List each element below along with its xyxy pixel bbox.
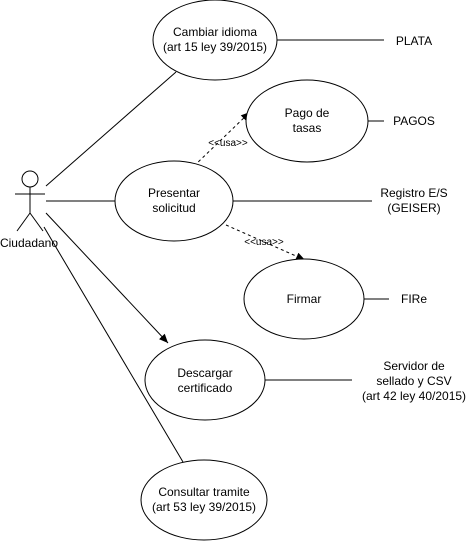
association-actor-descargar-certificado bbox=[45, 212, 169, 344]
include-presentar-firmar bbox=[225, 224, 306, 261]
use-case-label: Firmar bbox=[287, 292, 322, 306]
use-case-cambiar-idioma[interactable]: Cambiar idioma (art 15 ley 39/2015) bbox=[152, 0, 278, 81]
usa-label-firmar: <<usa>> bbox=[244, 237, 284, 248]
use-case-label: Descargar bbox=[177, 366, 232, 380]
use-case-descargar-certificado[interactable]: Descargar certificado bbox=[144, 339, 266, 421]
use-case-firmar[interactable]: Firmar bbox=[243, 258, 365, 340]
use-case-label-line2: (art 53 ley 39/2015) bbox=[152, 500, 256, 514]
system-servidor: Servidor de bbox=[383, 359, 445, 373]
use-case-label: Consultar tramite bbox=[158, 485, 250, 499]
use-case-label: Cambiar idioma bbox=[173, 25, 257, 39]
system-pagos: PAGOS bbox=[393, 114, 435, 128]
system-servidor-line2: sellado y CSV bbox=[376, 374, 451, 388]
actor-head bbox=[21, 170, 39, 188]
system-fire: FIRe bbox=[401, 292, 427, 306]
use-case-label: Pago de bbox=[285, 106, 330, 120]
use-case-label-line2: certificado bbox=[178, 381, 233, 395]
use-case-pago-tasas[interactable]: Pago de tasas bbox=[245, 79, 369, 163]
actor-label: Ciudadano bbox=[0, 236, 58, 250]
usa-label-pago: <<usa>> bbox=[208, 138, 248, 149]
use-case-label-line2: solicitud bbox=[152, 201, 195, 215]
use-case-label: Presentar bbox=[148, 186, 200, 200]
system-servidor-line3: (art 42 ley 40/2015) bbox=[362, 389, 466, 403]
use-case-label-line2: (art 15 ley 39/2015) bbox=[163, 40, 267, 54]
connectors bbox=[43, 39, 389, 463]
system-registro: Registro E/S bbox=[380, 186, 447, 200]
actor-leg-left bbox=[16, 212, 31, 232]
actor-ciudadano[interactable]: Ciudadano bbox=[0, 170, 58, 250]
system-plata: PLATA bbox=[396, 34, 432, 48]
use-case-presentar-solicitud[interactable]: Presentar solicitud bbox=[114, 160, 234, 242]
use-case-consultar-tramite[interactable]: Consultar tramite (art 53 ley 39/2015) bbox=[140, 459, 268, 541]
system-registro-line2: (GEISER) bbox=[387, 201, 440, 215]
include-presentar-pago-tasas bbox=[193, 111, 251, 167]
association-actor-consultar-tramite bbox=[43, 226, 184, 463]
use-case-label-line2: tasas bbox=[293, 121, 322, 135]
association-actor-cambiar-idioma bbox=[45, 71, 177, 187]
actor-leg-right bbox=[29, 212, 44, 232]
